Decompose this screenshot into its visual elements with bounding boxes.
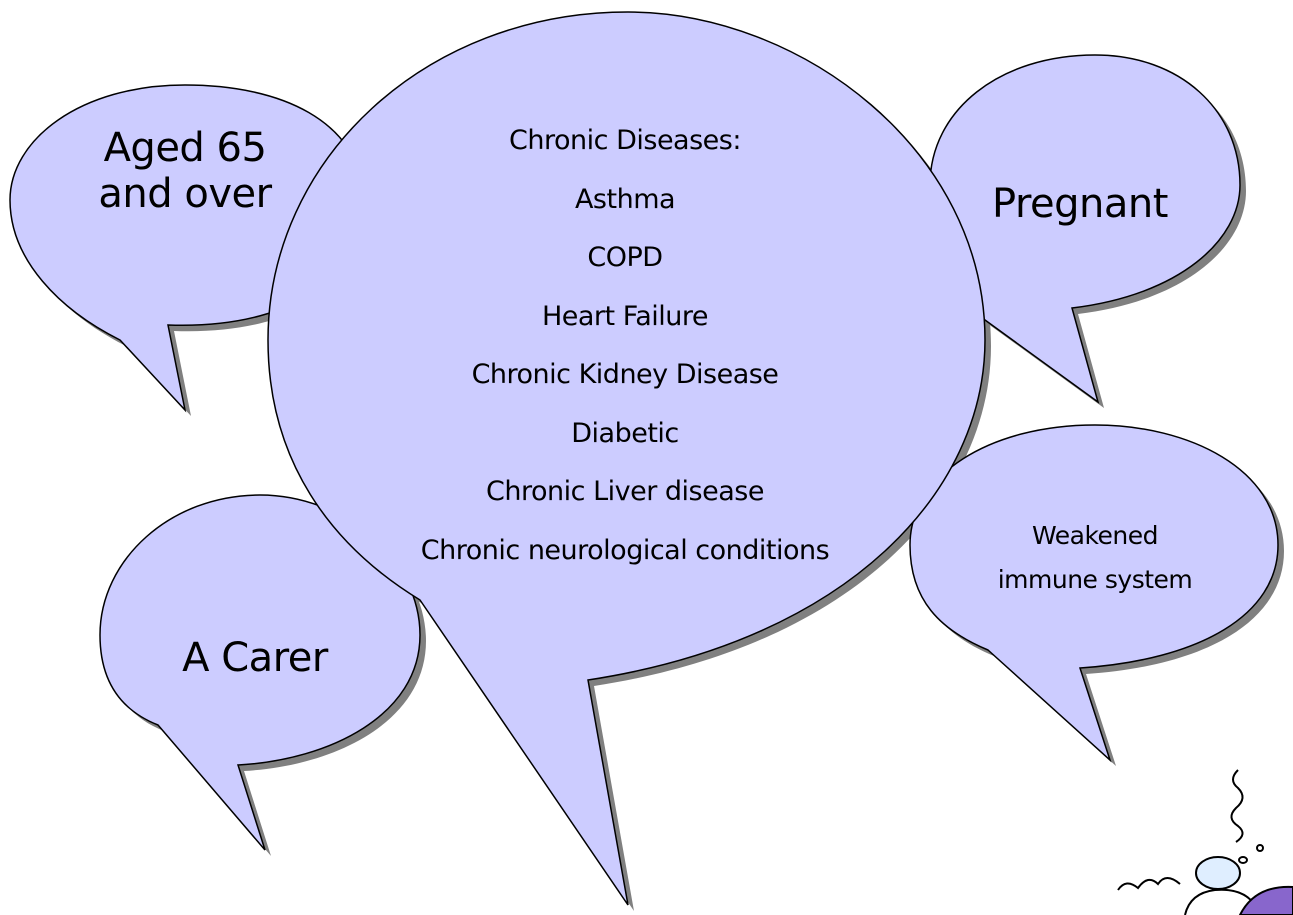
cartoon-bug-icon [1117,769,1293,915]
bubble-pregnant-text: Pregnant [960,181,1200,227]
chronic-item: Diabetic [571,417,679,449]
chronic-item: COPD [587,242,663,273]
chronic-item: Chronic Kidney Disease [471,359,779,390]
bubble-carer-text: A Carer [140,635,370,681]
weakened-line-1: Weakened [1031,521,1159,550]
aged-line-1: Aged 65 [103,125,267,171]
chronic-item: Chronic neurological conditions [420,534,830,566]
chronic-item: Chronic Liver disease [486,476,764,507]
bubble-aged-text: Aged 65 and over [40,125,330,217]
weakened-line-2: immune system [997,565,1193,594]
chronic-item: Heart Failure [541,300,709,332]
carer-line-1: A Carer [182,635,328,681]
chronic-item: Asthma [574,183,676,215]
pregnant-line-1: Pregnant [992,181,1168,227]
chronic-heading: Chronic Diseases: [509,125,741,156]
aged-line-2: and over [98,171,272,217]
bubble-weakened-text: Weakened immune system [975,514,1215,602]
bubble-chronic-text: Chronic Diseases: Asthma COPD Heart Fail… [385,112,865,580]
